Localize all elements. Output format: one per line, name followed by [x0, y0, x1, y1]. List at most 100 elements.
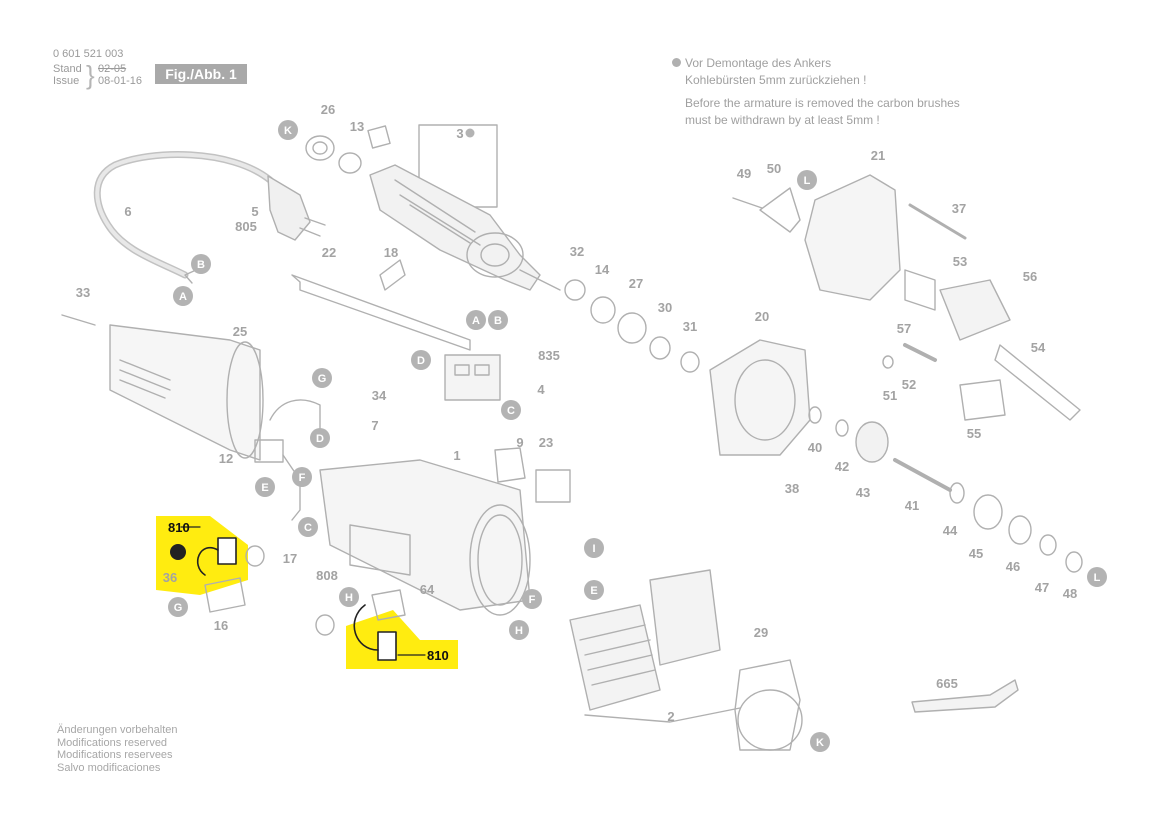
- bearing-46: [1008, 515, 1032, 545]
- part-number: 0 601 521 003: [53, 48, 124, 60]
- callout-g: G: [174, 602, 183, 614]
- ring-27: [617, 312, 647, 344]
- callout-e: E: [590, 585, 597, 597]
- part-label: 14: [595, 262, 610, 277]
- note-line1-de: Vor Demontage des Ankers: [672, 55, 831, 71]
- plate-9: [494, 447, 526, 483]
- motor-housing-1: [319, 459, 531, 611]
- hex-key-665: [911, 679, 1019, 713]
- fan-hub: [480, 243, 510, 267]
- plate-50: [759, 187, 801, 233]
- part-label: 25: [233, 324, 247, 339]
- field-coil-lower: [569, 604, 661, 711]
- bearing-14: [590, 296, 616, 324]
- ring-30: [649, 336, 671, 360]
- figure-label: Fig./Abb. 1: [155, 64, 247, 84]
- plug: [267, 175, 311, 241]
- part-55: [959, 379, 1006, 421]
- highlight-brush-left: [156, 516, 248, 595]
- washer-40: [835, 419, 849, 437]
- switch-pin-b: [474, 364, 490, 376]
- part-label: 23: [539, 435, 553, 450]
- bearing-26-inner: [312, 141, 328, 155]
- part-label: 33: [76, 285, 90, 300]
- highlight-brush-right: [346, 610, 458, 669]
- part-label: 20: [755, 309, 769, 324]
- part-label: 51: [883, 388, 897, 403]
- nut-48: [1065, 551, 1083, 573]
- part-label: 38: [785, 481, 799, 496]
- fan-guide-ring: [737, 689, 803, 751]
- part-label: 1: [453, 448, 460, 463]
- power-cord-inner: [95, 152, 272, 277]
- part-label: 42: [835, 459, 849, 474]
- brush-lead-left: [196, 547, 219, 576]
- wire-c: [282, 454, 301, 521]
- callout-l: L: [1094, 572, 1101, 584]
- capacitor-12: [254, 439, 284, 463]
- old-date: 02-05: [98, 63, 127, 75]
- cover-bore: [734, 359, 796, 441]
- housing-25: [109, 324, 261, 461]
- callout-k: K: [816, 737, 824, 749]
- part-label: 54: [1031, 340, 1046, 355]
- housing-opening: [226, 341, 264, 459]
- ring-31: [680, 351, 700, 373]
- callout-g: G: [318, 373, 327, 385]
- bullet-icon: [672, 58, 681, 67]
- coil-windings: [579, 624, 656, 686]
- motor-housing-bore-inner: [477, 514, 523, 606]
- brush-lead-right: [353, 604, 379, 651]
- part-label: 26: [321, 102, 335, 117]
- spindle-41: [893, 458, 952, 492]
- armature-shaft: [519, 269, 561, 291]
- callout-c: C: [507, 405, 515, 417]
- switch-23: [535, 469, 571, 503]
- screw-49: [732, 197, 763, 209]
- callout-i: I: [592, 543, 595, 555]
- part-label: 17: [283, 551, 297, 566]
- brush-810-label-left: 810: [168, 520, 190, 535]
- note-line2-de: Kohlebürsten 5mm zurückziehen !: [685, 73, 867, 87]
- part-label: 32: [570, 244, 584, 259]
- callout-letters: K B A A B D C G D F E C G H I E F H K L …: [174, 125, 1101, 749]
- part-label: 52: [902, 377, 916, 392]
- part-label: 37: [952, 201, 966, 216]
- callout-k: K: [284, 125, 292, 137]
- part-label: 665: [936, 676, 958, 691]
- fan: [466, 232, 524, 278]
- part-label: 47: [1035, 580, 1049, 595]
- footer-line2: Modifications reserved: [57, 736, 168, 749]
- screw-37: [908, 203, 967, 240]
- part-label: 805: [235, 219, 257, 234]
- callout-f: F: [299, 472, 306, 484]
- screw-33: [61, 314, 96, 326]
- leader-810: [180, 526, 426, 656]
- pin-52: [903, 343, 937, 362]
- part-label: 64: [420, 582, 435, 597]
- brace-icon: }: [86, 60, 95, 90]
- wire-d: [269, 399, 321, 441]
- gear-40: [808, 406, 822, 424]
- gear-43: [855, 421, 889, 463]
- new-date: 08-01-16: [98, 75, 143, 87]
- washer-47: [1039, 534, 1057, 556]
- spring-18: [379, 259, 406, 291]
- part-label: 9: [516, 435, 523, 450]
- part-label: 55: [967, 426, 981, 441]
- brush-810-label-right: 810: [427, 648, 449, 663]
- brush-holder-16-right: [371, 589, 406, 621]
- part-label: 835: [538, 348, 560, 363]
- armature-body: [369, 164, 541, 291]
- callout-a: A: [472, 315, 480, 327]
- callout-a: A: [179, 291, 187, 303]
- callout-d: D: [316, 433, 324, 445]
- part-label: 7: [371, 418, 378, 433]
- note-text: Vor Demontage des Ankers: [685, 56, 832, 70]
- part-label: 48: [1063, 586, 1077, 601]
- callout-e: E: [261, 482, 268, 494]
- spring-17-right: [315, 614, 335, 636]
- part-label: 27: [629, 276, 643, 291]
- fan-guide-29: [734, 659, 801, 751]
